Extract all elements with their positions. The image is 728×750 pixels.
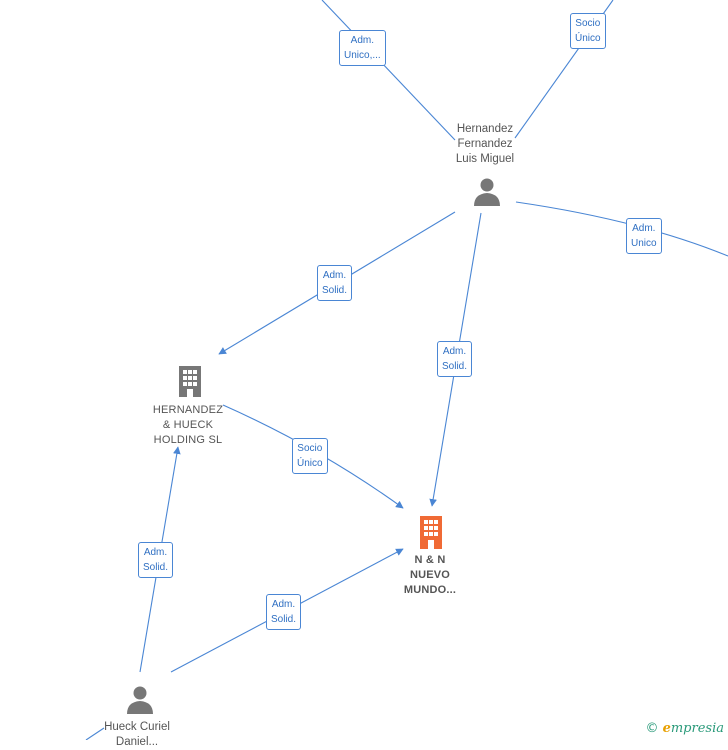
edge-adm-unico-top xyxy=(321,0,456,141)
node-label-holding[interactable]: HERNANDEZ & HUECK HOLDING SL xyxy=(152,404,224,446)
brand-name: mpresia xyxy=(670,721,724,736)
person-icon[interactable] xyxy=(125,685,155,715)
edge-label-adm-unico-top[interactable]: Adm. Unico,... xyxy=(339,30,386,66)
building-icon[interactable] xyxy=(175,364,205,398)
edge-label-adm-solid-hueck-nn[interactable]: Adm. Solid. xyxy=(266,594,302,630)
person-icon[interactable] xyxy=(472,177,502,207)
edge-label-adm-solid-nn[interactable]: Adm. Solid. xyxy=(437,341,473,377)
edge-adm-unico-right xyxy=(515,201,728,257)
edge-label-adm-solid-holding[interactable]: Adm. Solid. xyxy=(317,265,353,301)
edge-hueck-left xyxy=(85,727,105,740)
edge-label-adm-unico-right[interactable]: Adm. Unico xyxy=(626,218,662,254)
edge-label-adm-solid-hueck-holding[interactable]: Adm. Solid. xyxy=(138,542,174,578)
node-label-nn[interactable]: N & N NUEVO MUNDO... xyxy=(403,554,457,596)
node-label-hueck[interactable]: Hueck Curiel Daniel... xyxy=(104,721,170,748)
main-company-building-icon[interactable] xyxy=(416,514,446,550)
empresia-brand[interactable]: © empresia xyxy=(645,721,724,736)
edge-label-socio-unico-top[interactable]: Socio Único xyxy=(570,13,606,49)
node-label-hernandez-luis[interactable]: Hernandez Fernandez Luis Miguel xyxy=(455,123,515,165)
copyright-icon: © xyxy=(645,721,659,736)
edge-label-socio-unico-holding-nn[interactable]: Socio Único xyxy=(292,438,328,474)
brand-initial: e xyxy=(662,721,671,736)
